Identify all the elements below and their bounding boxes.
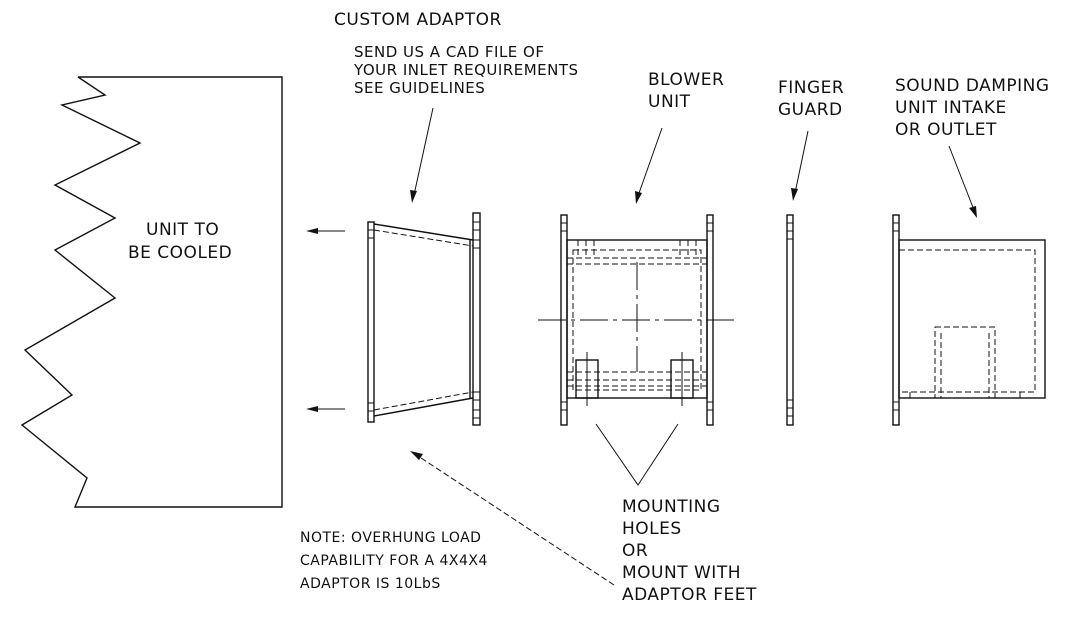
sound-damping-label-line-2: UNIT INTAKE <box>895 98 1007 118</box>
finger-guard-drawing <box>786 214 794 426</box>
sound-damping-label-line-3: OR OUTLET <box>895 120 997 140</box>
airflow-arrow-top <box>306 228 345 234</box>
blower-unit-label-line-1: BLOWER <box>648 70 725 90</box>
unit-to-be-cooled-outline <box>20 76 283 508</box>
finger-guard-label-line-1: FINGER <box>778 78 845 98</box>
note-line-3: ADAPTOR IS 10LbS <box>300 576 441 592</box>
airflow-arrow-bottom <box>306 406 345 412</box>
mounting-label-line-2: HOLES <box>622 519 682 539</box>
send-cad-text-line-3: SEE GUIDELINES <box>354 79 486 97</box>
blower-unit-drawing <box>538 214 735 426</box>
leader-custom-adaptor <box>410 107 434 203</box>
send-cad-text-line-2: YOUR INLET REQUIREMENTS <box>354 61 579 79</box>
mounting-label-line-3: OR <box>622 541 649 561</box>
custom-adaptor-drawing <box>367 212 481 426</box>
leader-mounting <box>595 423 679 486</box>
unit-to-be-cooled-line-2: BE COOLED <box>128 243 233 263</box>
custom-adaptor-title: CUSTOM ADAPTOR <box>334 10 502 30</box>
sound-damping-label-line-1: SOUND DAMPING <box>895 76 1050 96</box>
sound-damping-unit-drawing <box>892 214 1046 426</box>
note-line-1: NOTE: OVERHUNG LOAD <box>300 530 482 546</box>
unit-to-be-cooled-line-1: UNIT TO <box>146 220 220 240</box>
leader-blower-unit <box>635 127 663 204</box>
blower-unit-label-line-2: UNIT <box>648 92 691 112</box>
leader-finger-guard <box>791 130 809 201</box>
leader-sound-damping <box>948 145 977 218</box>
mounting-label-line-5: ADAPTOR FEET <box>622 585 757 605</box>
leader-note-dashed <box>410 451 615 586</box>
finger-guard-label-line-2: GUARD <box>778 100 843 120</box>
mounting-label-line-4: MOUNT WITH <box>622 563 741 583</box>
mounting-label-line-1: MOUNTING <box>622 497 721 517</box>
note-line-2: CAPABILITY FOR A 4X4X4 <box>300 553 488 569</box>
send-cad-text-line-1: SEND US A CAD FILE OF <box>354 43 545 61</box>
